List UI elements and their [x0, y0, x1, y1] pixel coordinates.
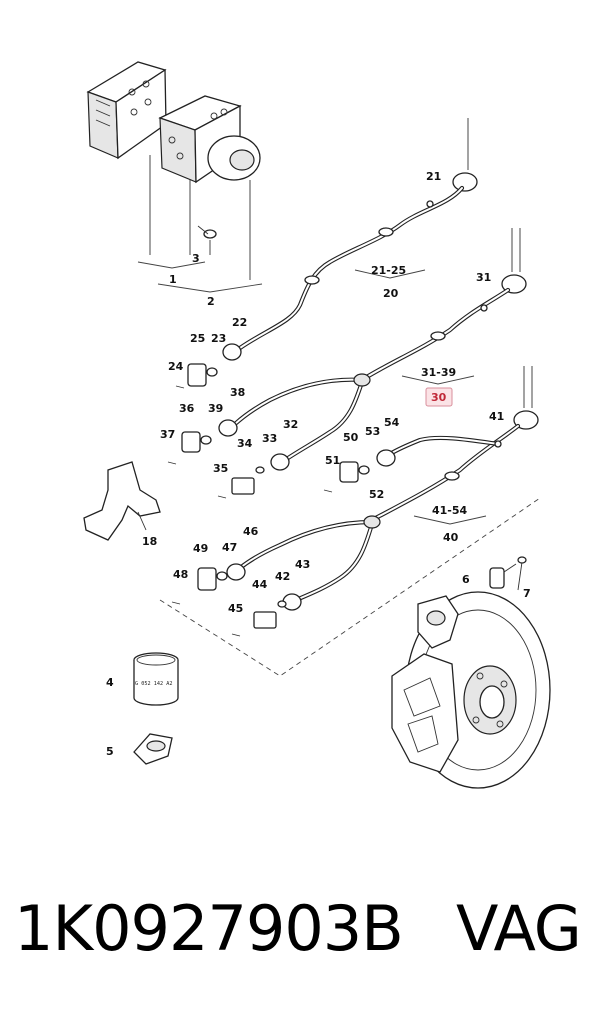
grease-tube-4: G 052 142 A2 [133, 652, 179, 706]
label-31: 31 [476, 271, 491, 284]
sensor-cable-40 [226, 366, 539, 611]
label-47: 47 [222, 541, 237, 554]
screw-3-icon [197, 225, 217, 239]
part-number: 1K0927903B [14, 892, 404, 965]
label-41-54: 41-54 [432, 504, 468, 517]
label-37: 37 [160, 428, 175, 441]
label-38: 38 [230, 386, 245, 399]
bracket-18 [83, 461, 161, 541]
sensor-49 [171, 567, 228, 605]
label-41: 41 [489, 410, 504, 423]
label-49: 49 [193, 542, 208, 555]
sensor-50 [323, 461, 370, 493]
steering-knuckle [417, 595, 459, 649]
brake-caliper [391, 653, 459, 773]
label-43: 43 [295, 558, 310, 571]
label-44: 44 [252, 578, 268, 591]
label-4: 4 [106, 676, 114, 689]
label-35: 35 [213, 462, 228, 475]
label-30: 30 [431, 391, 447, 404]
label-39: 39 [208, 402, 223, 415]
label-36: 36 [179, 402, 195, 415]
label-34: 34 [237, 437, 253, 450]
label-20: 20 [383, 287, 399, 300]
grease-tube-label: G 052 142 A2 [135, 681, 172, 687]
brand-name: VAG [456, 892, 582, 965]
callout-labels: 1 2 3 4 5 6 7 18 20 21 21-25 22 23 24 25… [106, 170, 531, 758]
label-48: 48 [173, 568, 188, 581]
label-3: 3 [192, 252, 200, 265]
label-31-39: 31-39 [421, 366, 456, 379]
label-1: 1 [169, 273, 177, 286]
sensor-25 [175, 363, 218, 389]
label-52: 52 [369, 488, 384, 501]
abs-hydraulic-unit [158, 95, 261, 184]
exploded-parts-diagram: G 052 142 A2 1 2 3 4 5 [83, 61, 551, 789]
sensor-cable-30 [218, 228, 527, 471]
label-5: 5 [106, 745, 114, 758]
label-21-25: 21-25 [371, 264, 406, 277]
label-25: 25 [190, 332, 205, 345]
label-51: 51 [325, 454, 340, 467]
sensor-44 [231, 600, 287, 637]
label-40: 40 [443, 531, 459, 544]
label-6: 6 [462, 573, 470, 586]
highlight-part-30 [425, 387, 453, 407]
label-23: 23 [211, 332, 226, 345]
label-2: 2 [207, 295, 215, 308]
label-24: 24 [168, 360, 184, 373]
grommet-5 [133, 733, 173, 765]
bolt-7 [517, 556, 527, 591]
label-54: 54 [384, 416, 400, 429]
label-18: 18 [142, 535, 157, 548]
label-7: 7 [523, 587, 531, 600]
abs-control-unit [86, 61, 167, 160]
label-22: 22 [232, 316, 247, 329]
sensor-36 [167, 431, 212, 465]
wheel-speed-sensor-6 [489, 563, 517, 589]
sensor-cable-20 [222, 118, 478, 361]
label-46: 46 [243, 525, 259, 538]
label-42: 42 [275, 570, 290, 583]
label-33: 33 [262, 432, 277, 445]
footer: 1K0927903B VAG [0, 892, 600, 992]
sensor-34 [217, 466, 265, 499]
label-21: 21 [426, 170, 441, 183]
label-45: 45 [228, 602, 243, 615]
label-32: 32 [283, 418, 298, 431]
label-53: 53 [365, 425, 380, 438]
label-50: 50 [343, 431, 359, 444]
